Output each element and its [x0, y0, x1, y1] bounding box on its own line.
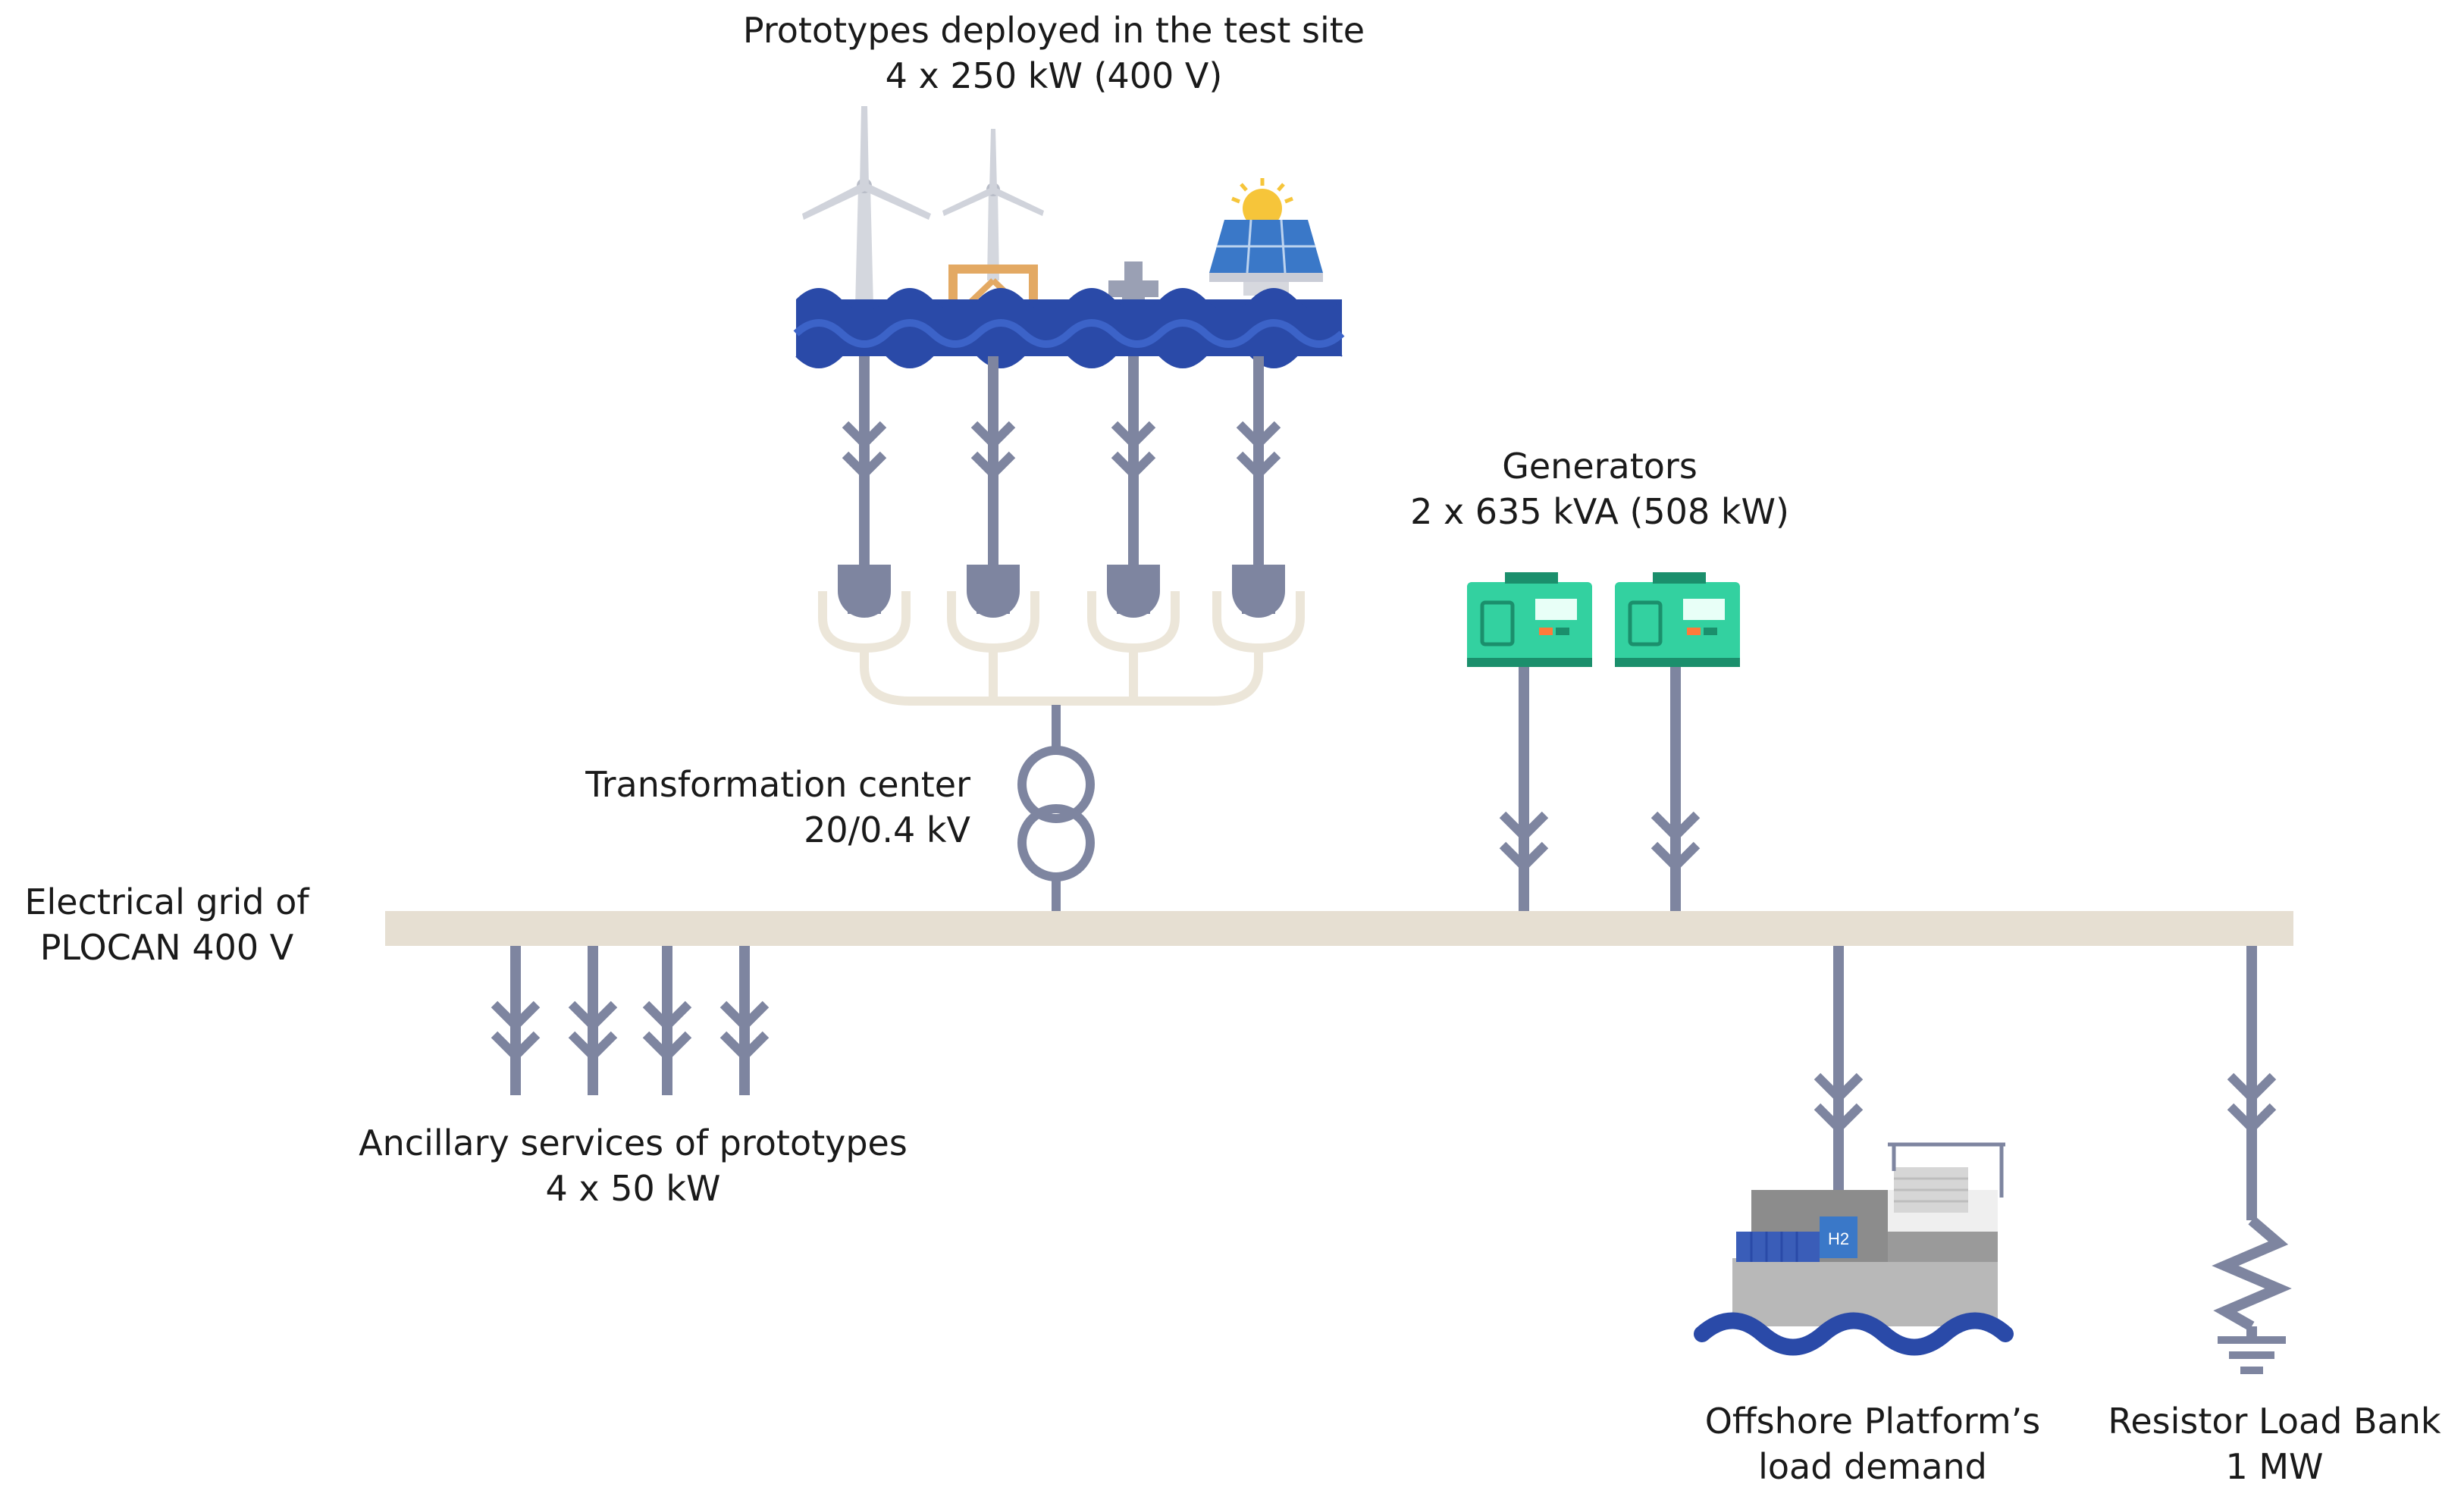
load-bank-label-line2: 1 MW [2225, 1446, 2324, 1487]
generator-icon [1467, 572, 1592, 667]
plug-icons [838, 565, 1285, 618]
plug-icon [838, 565, 891, 618]
h2-label: H2 [1828, 1229, 1849, 1248]
offshore-label: Offshore Platform’s load demand [1660, 1398, 2085, 1489]
transformer-label: Transformation center 20/0.4 kV [485, 762, 970, 853]
transformer-title: Transformation center [585, 764, 970, 805]
prototypes-rating: 4 x 250 kW (400 V) [885, 55, 1223, 96]
offshore-platform-icon: H2 [1694, 1142, 2014, 1356]
prototype-feeders [859, 356, 1264, 565]
prototypes-group [793, 106, 1345, 706]
grid-label-line2: PLOCAN 400 V [39, 927, 294, 968]
generator-feeders [1519, 667, 1681, 911]
socket-collector [818, 591, 1305, 706]
sea-waves [793, 288, 1345, 368]
prototype-arrows [842, 421, 1281, 481]
generator-arrows [1499, 811, 1701, 873]
generators-title: Generators [1502, 446, 1698, 487]
ancillary-rating: 4 x 50 kW [545, 1168, 721, 1209]
ancillary-arrows [491, 1000, 770, 1063]
offshore-label-line1: Offshore Platform’s [1704, 1401, 2041, 1442]
prototypes-title: Prototypes deployed in the test site [742, 10, 1365, 51]
ancillary-feeders [510, 946, 750, 1095]
transformer-voltage: 20/0.4 kV [804, 809, 970, 850]
floating-solar-panel-icon [1209, 178, 1323, 296]
grid-label-line1: Electrical grid of [24, 881, 309, 922]
plug-icon [967, 565, 1020, 618]
offshore-label-line2: load demand [1758, 1446, 1987, 1487]
prototypes-label: Prototypes deployed in the test site 4 x… [682, 8, 1425, 99]
wind-turbine-icon [802, 106, 931, 307]
offshore-feeder [1814, 946, 1864, 1205]
ancillary-title: Ancillary services of prototypes [359, 1122, 908, 1163]
generators-rating: 2 x 635 kVA (508 kW) [1410, 491, 1789, 532]
grid-label: Electrical grid of PLOCAN 400 V [15, 879, 318, 970]
resistor-load-bank-icon [2212, 946, 2292, 1374]
hydrogen-tank-icon [1820, 1216, 1857, 1258]
plug-icon [1232, 565, 1285, 618]
generators-label: Generators 2 x 635 kVA (508 kW) [1357, 443, 1842, 534]
load-bank-label: Resistor Load Bank 1 MW [2093, 1398, 2456, 1489]
transformer-icon [1017, 705, 1095, 911]
ancillary-label: Ancillary services of prototypes 4 x 50 … [326, 1120, 940, 1211]
busbar [385, 911, 2293, 946]
load-bank-label-line1: Resistor Load Bank [2108, 1401, 2441, 1442]
plug-icon [1107, 565, 1160, 618]
generator-icon [1615, 572, 1740, 667]
